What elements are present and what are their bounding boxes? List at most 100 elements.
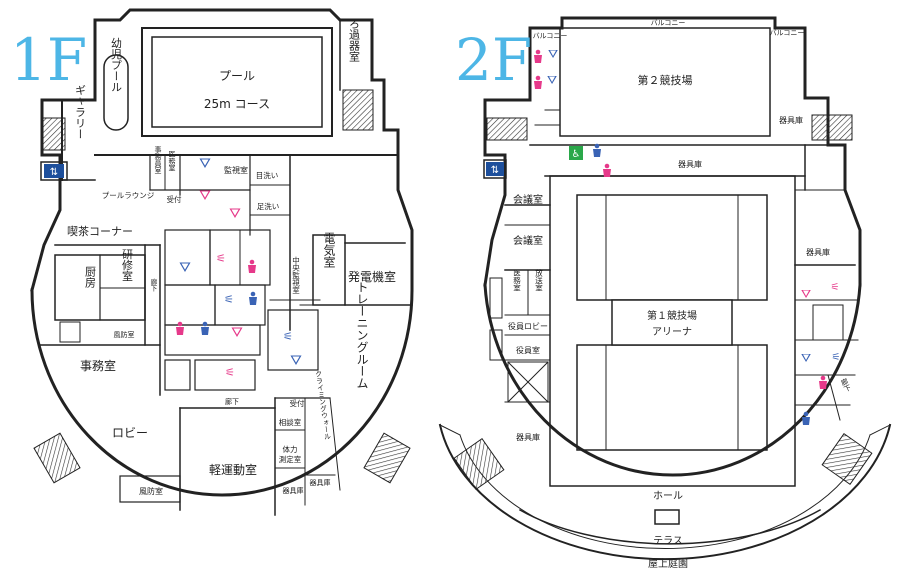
male-toilet-icon-f1-b — [249, 291, 257, 305]
label-generator: 発電機室 — [348, 269, 396, 284]
accessible-toilet-icon: ♿ — [569, 146, 583, 160]
label-climbing: クライミングウォール — [314, 370, 332, 441]
male-shower-icon-f1: ⚟ — [224, 293, 234, 306]
kids-pool-shape — [103, 54, 129, 131]
label-pool: プール — [219, 69, 255, 83]
female-shower-icon-f2: ⚟ — [831, 282, 840, 293]
male-toilet-icon-f1 — [201, 321, 209, 335]
label-terrace: テラス — [653, 535, 683, 547]
female-locker-icon-f1-c: ⛛ — [231, 325, 243, 341]
label-lobby: ロビー — [112, 426, 148, 440]
male-locker-icon-f2-c: ⛛ — [801, 351, 811, 365]
label-kids-pool: 幼児プール — [110, 37, 123, 92]
label-officer-room: 役員室 — [516, 345, 540, 355]
label-pool-course: 25m コース — [204, 97, 270, 111]
label-corridor-2f: 廊下 — [839, 376, 853, 394]
label-office-staff: 事務員室 — [154, 145, 162, 174]
label-pool-lounge: プールラウンジ — [102, 191, 155, 200]
label-cafe: 喫茶コーナー — [67, 225, 133, 238]
label-fitness-2: 測定室 — [279, 454, 302, 464]
floor-label-1f: 1F — [10, 26, 87, 94]
label-reception-2: 受付 — [290, 398, 305, 408]
female-locker-icon-f2: ⛛ — [801, 287, 811, 301]
label-office: 事務室 — [80, 358, 116, 373]
label-corridor-1: 廊下 — [149, 277, 157, 293]
female-locker-icon-f1: ⛛ — [199, 188, 211, 204]
label-monitor: 監視室 — [224, 165, 248, 175]
label-training-room: 研修室 — [121, 249, 134, 282]
label-eye-wash: 目洗い — [256, 170, 279, 180]
pool-inner — [151, 36, 323, 128]
female-toilet-icon-f2-d — [819, 375, 827, 389]
label-officer-lobby: 役員ロビー — [508, 321, 548, 331]
female-toilet-icon-f1 — [248, 259, 256, 273]
label-medical-2f: 医務室 — [512, 268, 521, 291]
label-arena1-1: 第１競技場 — [647, 309, 697, 322]
label-rooftop-garden: 屋上庭園 — [648, 557, 688, 570]
f1-top-wall — [30, 8, 414, 292]
label-training-gym: トレーニングルーム — [355, 281, 369, 389]
label-meeting-1: 会議室 — [513, 193, 543, 206]
label-electrical: 電気室 — [322, 232, 336, 268]
svg-text:⇅: ⇅ — [50, 167, 58, 178]
floor2-icons: ⇅ ♿ ⛛ ⛛ ⛛ ⛛ ⚟ ⚟ — [486, 47, 840, 425]
female-toilet-icon-f2-b — [534, 75, 542, 89]
floor2-plan — [438, 16, 892, 561]
female-shower-icon-f1: ⚟ — [216, 252, 226, 265]
label-central-monitor: 中央監視室 — [291, 255, 300, 294]
label-reception: 受付 — [167, 194, 182, 204]
f1-outer-wall — [30, 288, 414, 497]
floor-label-2f: 2F — [455, 26, 532, 94]
label-medical: 医務室 — [168, 151, 176, 172]
svg-text:♿: ♿ — [572, 149, 581, 160]
label-broadcast: 放送室 — [534, 267, 543, 291]
label-fitness-1: 体力 — [283, 444, 298, 454]
label-equipment-right: 器具庫 — [806, 247, 830, 257]
male-locker-icon-f1: ⛛ — [199, 156, 211, 172]
label-meeting-2: 会議室 — [513, 234, 543, 247]
label-equipment-left: 器具庫 — [516, 432, 540, 442]
label-balcony-3: バルコニー — [770, 29, 805, 37]
female-toilet-icon-f2-c — [603, 163, 611, 177]
label-hall: ホール — [653, 490, 683, 502]
label-consultation: 相談室 — [279, 417, 302, 427]
label-windbreak-2: 風防室 — [139, 486, 163, 496]
label-equipment-2: 器具庫 — [283, 486, 304, 495]
label-arena2: 第２競技場 — [638, 73, 693, 87]
floor2-labels: 2F バルコニー バルコニー バルコニー 第２競技場 器具庫 器具庫 会議室 会… — [455, 19, 853, 570]
female-toilet-icon-f2 — [534, 49, 542, 63]
f2-outer-wall — [483, 283, 862, 477]
elevator-icon-f1: ⇅ — [44, 164, 64, 178]
label-balcony-1: バルコニー — [533, 32, 568, 40]
male-shower-icon-f2: ⚟ — [832, 352, 841, 363]
male-locker-icon-f2-b: ⛛ — [547, 73, 557, 87]
label-corridor-2: 廊下 — [225, 397, 239, 406]
floor1-icons: ⇅ ⛛ ⛛ ⛛ ⛛ ⛛ ⛛ ⚟ ⚟ ⚟ ⚟ — [44, 156, 302, 379]
male-shower-icon-f1-b: ⚟ — [283, 330, 293, 343]
label-gallery: ギャラリー — [74, 84, 87, 139]
svg-text:⇅: ⇅ — [491, 165, 499, 176]
label-balcony-2: バルコニー — [651, 19, 686, 27]
male-locker-icon-f1-b: ⛛ — [179, 260, 191, 276]
label-kitchen: 厨房 — [84, 266, 97, 289]
label-light-exercise: 軽運動室 — [209, 462, 257, 477]
male-toilet-icon-f2-b — [802, 411, 810, 425]
female-toilet-icon-f1-b — [176, 321, 184, 335]
label-filter-room: ろ過器室 — [348, 18, 361, 62]
floor1-plan — [30, 8, 414, 516]
pool-outer — [141, 27, 333, 137]
label-arena1-2: アリーナ — [652, 326, 692, 338]
label-equipment-top: 器具庫 — [779, 115, 803, 125]
label-windbreak: 風防室 — [114, 330, 135, 339]
label-equipment-1: 器具庫 — [310, 478, 331, 487]
floor1-labels: 1F プール 25m コース 幼児プール ろ過器室 ギャラリー プールラウンジ … — [10, 18, 396, 496]
female-shower-icon-f1-b: ⚟ — [225, 366, 235, 379]
label-foot-wash: 足洗い — [257, 201, 280, 211]
male-locker-icon-f2: ⛛ — [548, 47, 558, 61]
label-equipment-mid: 器具庫 — [678, 159, 702, 169]
female-locker-icon-f1-b: ⛛ — [229, 206, 241, 222]
f2-top-wall — [483, 16, 862, 287]
elevator-icon-f2: ⇅ — [486, 162, 504, 176]
